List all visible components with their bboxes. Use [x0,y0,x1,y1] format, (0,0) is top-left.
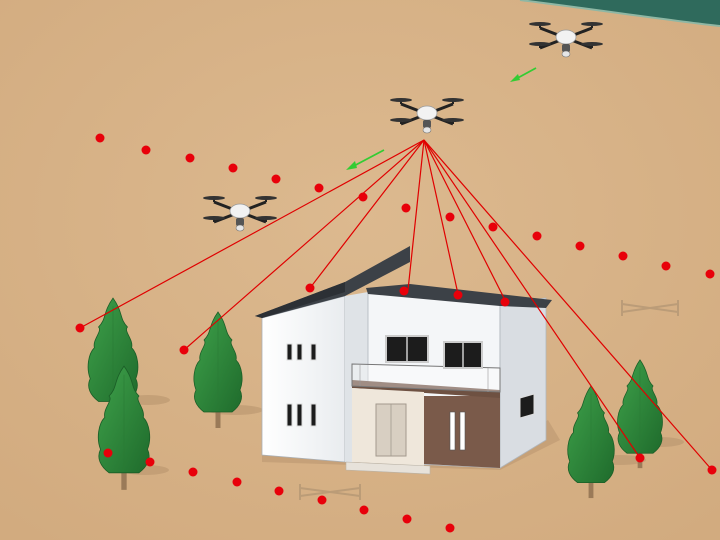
survey-point-icon [75,323,85,333]
survey-point-icon [445,212,455,222]
survey-point-icon [453,290,463,300]
survey-point-icon [661,261,671,271]
survey-point-icon [317,495,327,505]
survey-point-icon [399,286,409,296]
survey-point-icon [145,457,155,467]
survey-point-icon [401,203,411,213]
survey-point-icon [500,297,510,307]
survey-point-icon [103,448,113,458]
survey-point-icon [271,174,281,184]
survey-point-icon [707,465,717,475]
survey-point-icon [232,477,242,487]
house-icon [255,246,560,475]
survey-point-icon [358,192,368,202]
direction-arrow-icon [346,149,385,170]
survey-point-icon [305,283,315,293]
survey-point-icon [705,269,715,279]
survey-point-icon [359,505,369,515]
direction-arrow-icon [510,67,537,82]
survey-point-icon [95,133,105,143]
survey-point-icon [314,183,324,193]
survey-point-icon [179,345,189,355]
survey-point-icon [274,486,284,496]
survey-point-icon [488,222,498,232]
survey-point-icon [635,453,645,463]
survey-point-icon [532,231,542,241]
survey-point-icon [141,145,151,155]
survey-point-icon [618,251,628,261]
survey-point-icon [188,467,198,477]
survey-point-icon [228,163,238,173]
survey-point-icon [185,153,195,163]
survey-points [75,133,717,533]
water-edge [519,0,720,27]
survey-point-icon [575,241,585,251]
survey-point-icon [445,523,455,533]
survey-point-icon [402,514,412,524]
drone-shadows [299,300,679,500]
measurement-rays [79,139,713,471]
